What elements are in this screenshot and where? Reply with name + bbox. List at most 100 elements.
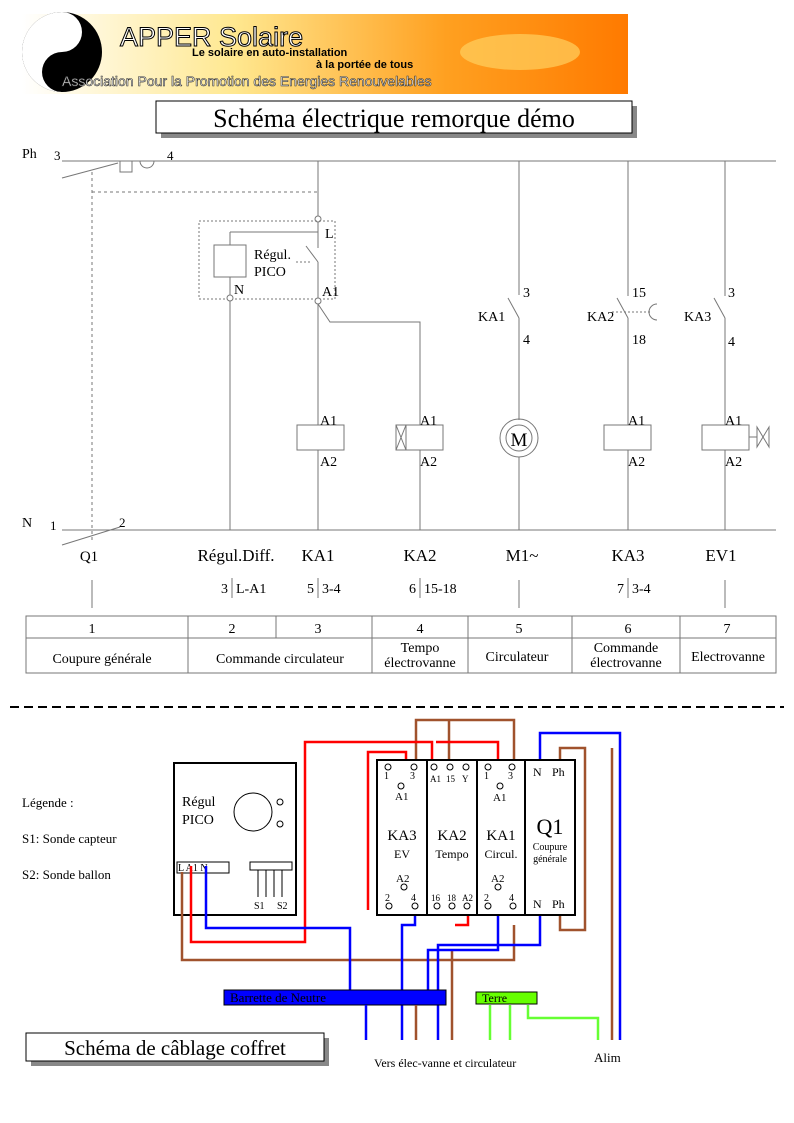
ka1-coil-a2: A2 — [320, 455, 337, 470]
pico-wiring-title-1: Régul — [182, 795, 216, 810]
bottom-label-regul: Régul.Diff. — [197, 546, 274, 565]
tagline-1: Le solaire en auto-installation — [192, 47, 348, 59]
ka3-sub: EV — [394, 847, 410, 861]
q1-top-out: 4 — [167, 148, 174, 163]
ka3-t2: 2 — [385, 893, 390, 904]
ka3-a2w: A2 — [396, 873, 409, 885]
q1-ph-bot: Ph — [552, 897, 565, 911]
association-name: Association Pour la Promotion des Energi… — [62, 73, 432, 89]
phase-label: Ph — [22, 147, 37, 162]
table-num-3: 3 — [315, 622, 322, 637]
bottom-label-q1: Q1 — [80, 549, 98, 565]
ka1-t4: 4 — [523, 333, 530, 348]
ka1-t4w: 4 — [509, 893, 514, 904]
table-desc-1: Coupure générale — [52, 652, 151, 667]
ref-num-3: 6 — [409, 582, 416, 597]
ka2-t18w: 18 — [447, 893, 457, 903]
bottom-label-ev1: EV1 — [705, 546, 736, 565]
ka3-a1w: A1 — [395, 791, 408, 803]
ref-text-4: 3-4 — [632, 582, 651, 597]
title-electrical: Schéma électrique remorque démo — [155, 100, 637, 138]
ka1-t3: 3 — [523, 286, 530, 301]
ka2-ty: Y — [462, 774, 469, 784]
pico-l-label: L — [325, 227, 334, 242]
q1-switch-top — [61, 162, 119, 179]
table-text: 1 2 3 4 5 6 7 Coupure générale Commande … — [52, 622, 764, 671]
legend-title: Légende : — [22, 795, 74, 810]
q1-bot-in: 1 — [50, 518, 57, 533]
table-desc-2: Commande circulateur — [216, 652, 344, 667]
table-desc-3b: électrovanne — [384, 656, 456, 671]
pico-title-2: PICO — [254, 265, 286, 280]
q1-sub-2: générale — [533, 854, 567, 865]
pico-display — [233, 792, 273, 832]
table-desc-6: Electrovanne — [691, 650, 765, 665]
hand-graphic — [460, 34, 580, 70]
ka2-a2w: A2 — [462, 893, 473, 903]
bottom-label-ka1: KA1 — [301, 546, 334, 565]
ka1-a1w: A1 — [493, 792, 506, 804]
q1-module — [524, 759, 576, 916]
ka1-t2: 2 — [484, 893, 489, 904]
earth-bar-label: Terre — [482, 991, 507, 1005]
sensor-s1: S1 — [254, 901, 265, 912]
ref-num-1: 3 — [221, 582, 228, 597]
ka1-coil-a1: A1 — [320, 414, 337, 429]
ka3-contact — [713, 297, 726, 319]
ev-coil-a2: A2 — [725, 455, 742, 470]
q1-name: Q1 — [537, 814, 564, 839]
pico-wiring-title-2: PICO — [182, 813, 214, 828]
pico-title-1: Régul. — [254, 248, 291, 263]
ka2-name: KA2 — [437, 828, 466, 844]
table-num-6: 6 — [625, 622, 632, 637]
ka2-a1w: A1 — [430, 774, 441, 784]
pico-contact — [305, 245, 319, 263]
bottom-label-ka2: KA2 — [403, 546, 436, 565]
ka2-sub: Tempo — [435, 847, 468, 861]
neutral-bar: Barrette de Neutre — [223, 989, 447, 1006]
q1-bot-out: 2 — [119, 515, 126, 530]
neutral-label: N — [22, 516, 32, 531]
electrical-labels: Ph N 3 4 1 2 L N A1 Régul. PICO KA1 3 4 … — [22, 147, 742, 597]
ka3-t1: 1 — [384, 771, 389, 782]
pico-box — [198, 220, 336, 300]
bottom-label-m1: M1~ — [506, 546, 539, 565]
legend-s1: S1: Sonde capteur — [22, 831, 117, 846]
q1-sub-1: Coupure — [533, 842, 568, 853]
table-desc-5b: électrovanne — [590, 656, 662, 671]
ka2-contact — [616, 297, 629, 319]
ka1-t1: 1 — [484, 771, 489, 782]
ka1-contact — [507, 297, 520, 319]
ka3-t4: 4 — [728, 335, 735, 350]
electrical-schematic — [61, 160, 776, 608]
din-rail-modules: 1 3 A1 KA3 EV A2 2 4 A1 15 Y KA2 Tempo 1… — [376, 759, 576, 916]
ka2-t15w: 15 — [446, 774, 456, 784]
ka2-t16: 16 — [431, 893, 441, 903]
table-num-2: 2 — [229, 622, 236, 637]
header-banner: APPER Solaire Le solaire en auto-install… — [22, 12, 628, 94]
ref-text-3: 15-18 — [424, 582, 457, 597]
q1-n-bot: N — [533, 897, 542, 911]
ka3-t3w: 3 — [410, 771, 415, 782]
legend: Légende : S1: Sonde capteur S2: Sonde ba… — [22, 795, 117, 882]
wires — [180, 718, 622, 1040]
title-wiring: Schéma de câblage coffret — [25, 1032, 329, 1066]
ka2-t15: 15 — [632, 286, 646, 301]
ka3-coil-a2: A2 — [628, 455, 645, 470]
ka3-t4w: 4 — [411, 893, 416, 904]
ka2-coil-a1: A1 — [420, 414, 437, 429]
ka3-t3: 3 — [728, 286, 735, 301]
to-valve-label: Vers élec-vanne et circulateur — [374, 1056, 516, 1070]
sensor-s2: S2 — [277, 901, 288, 912]
pico-relay-coil — [213, 244, 247, 278]
ka1-t3w: 3 — [508, 771, 513, 782]
table-num-4: 4 — [417, 622, 424, 637]
motor-symbol: M — [511, 430, 528, 451]
q1-top-in: 3 — [54, 148, 61, 163]
yin-yang-logo — [22, 12, 102, 92]
legend-s2: S2: Sonde ballon — [22, 867, 111, 882]
table-num-5: 5 — [516, 622, 523, 637]
ka1-name: KA1 — [486, 828, 515, 844]
ka3-contact-label: KA3 — [684, 310, 711, 325]
